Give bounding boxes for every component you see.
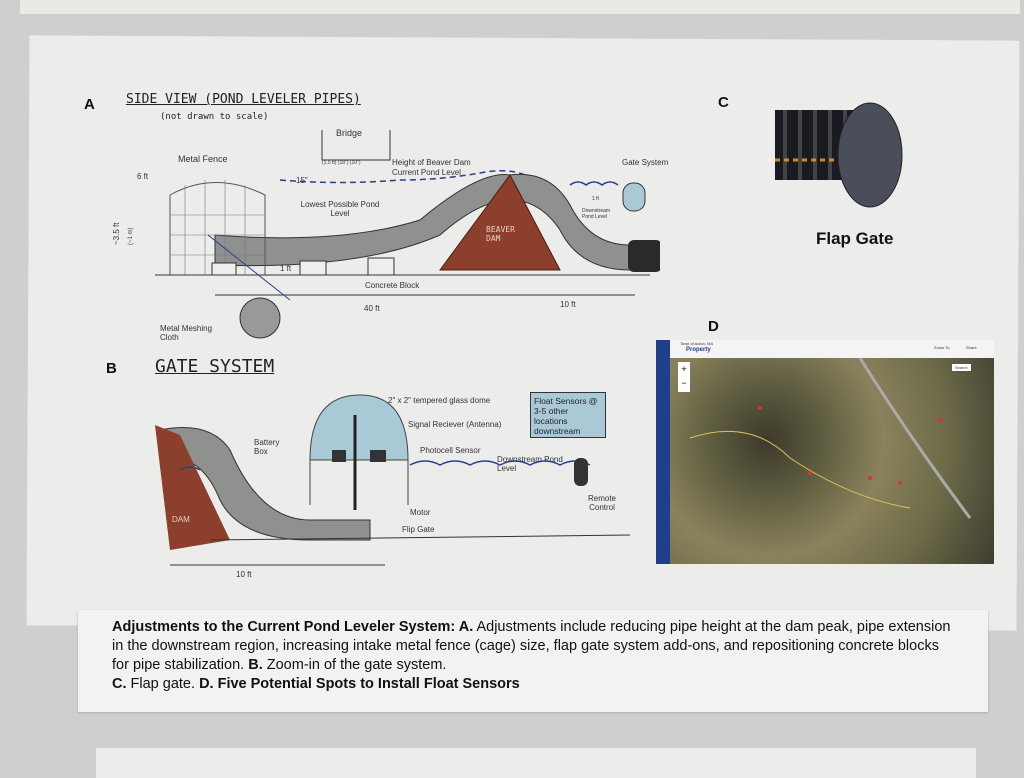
property-line [689,430,911,509]
label-6ft: 6 ft [137,172,149,181]
gate-system-sketch [155,394,631,566]
label-1ft-gate: 1 ft [592,196,599,202]
label-glass-dome: 2" x 2" tempered glass dome [388,396,491,405]
label-current-pond-level: Current Pond Level [392,168,461,177]
battery-box [332,450,346,462]
map-layer-title: Property [686,347,711,353]
caption-c-text: Flap gate. [130,676,196,692]
caption-a-label: A. [458,619,474,635]
map-header: Town of Acton, MA [680,341,714,346]
flap-gate-disc [837,102,903,208]
label-motor: Motor [410,508,431,517]
concrete-block [299,260,327,276]
label-3-5ft: ~3.5 ft [112,222,121,245]
map-zoom-to-button[interactable]: Zoom To [934,345,950,350]
road [858,358,972,519]
panel-a-title: SIDE VIEW (POND LEVELER PIPES) [126,92,361,107]
sensor-spot [868,476,872,480]
previous-poster-strip [20,0,1020,14]
side-view-sketch [155,130,660,339]
figure-caption: Adjustments to the Current Pond Leveler … [78,610,988,712]
current-pond-level-line [279,170,541,186]
sensor-spot [898,481,902,485]
panel-c-letter: C [718,94,729,111]
sensor-spot [758,406,762,410]
beaver-dam [439,174,561,271]
label-gate-system: Gate System [622,158,669,167]
caption-a-text: Adjustments include reducing pipe height… [112,619,951,673]
label-metal-fence: Metal Fence [178,154,228,164]
panel-d-letter: D [708,318,719,335]
concrete-block [211,262,237,276]
label-metal-meshing: Metal Meshing Cloth [160,324,213,342]
label-1ft: 1 ft [280,264,292,273]
pipe [159,427,371,541]
panel-b-letter: B [106,360,117,377]
label-height-beaver-dam: Height of Beaver Dam [392,158,471,167]
sensor-spot [808,471,812,475]
map-share-button[interactable]: Share [966,345,977,350]
label-10ft: 10 ft [236,570,252,579]
photocell-sensor [370,450,386,462]
map-zoom-control[interactable]: +− [678,362,690,392]
pipe-outlet [628,240,660,272]
label-remote-control: Remote Control [587,494,616,512]
bridge-drawing [321,130,391,161]
metal-fence-cage [169,182,266,275]
downstream-water-line [179,460,591,471]
caption-b-text: Zoom-in of the gate system. [266,657,447,673]
flap-gate-caption: Flap Gate [816,229,894,248]
remote-control-icon [574,458,588,486]
dam [155,425,230,550]
pipe [214,173,631,271]
label-signal-receiver: Signal Reciever (Antenna) [408,420,502,429]
float-sensors-box: Float Sensors @ 3-5 other locations down… [530,392,606,438]
label-concrete-block: Concrete Block [365,281,420,290]
aerial-imagery [670,358,994,564]
label-downstream-level: Downstream Pond Level [497,455,563,473]
panel-b-title: GATE SYSTEM [155,356,275,377]
glass-dome [309,394,409,461]
map-screenshot: Town of Acton, MA Property Zoom To Share… [656,340,994,564]
label-photocell: Photocell Sensor [420,446,481,455]
label-downstream-level: Downstream Pond Level [582,208,611,220]
caption-c-label: C. [112,676,127,692]
map-sidebar [656,340,670,564]
panel-a-subtitle: (not drawn to scale) [160,112,269,122]
sensor-spot [938,418,942,422]
label-10ft: 10 ft [560,300,576,309]
label-bridge-dims: (1.5 ft) (18") (10") [322,160,361,166]
label-beaver-dam: BEAVER DAM [486,225,515,243]
label-bridge: Bridge [336,128,363,138]
label-15in: 15" [296,176,308,185]
gate-system-dome [622,182,646,212]
caption-d-label: D. [199,676,214,692]
label-lowest-pond-level: Lowest Possible Pond Level [300,200,380,218]
label-1m: (~1 m) [128,227,134,245]
caption-title: Adjustments to the Current Pond Leveler … [112,619,451,635]
concrete-block [367,257,395,276]
map-search-button[interactable]: Search [952,364,971,371]
flap-gate-image [775,102,903,208]
caption-d-text: Five Potential Spots to Install Float Se… [217,676,520,692]
mesh-detail-circle [239,297,281,339]
label-40ft: 40 ft [364,304,380,313]
label-flip-gate: Flip Gate [402,525,435,534]
panel-a-letter: A [84,96,95,113]
label-dam: DAM [172,515,190,524]
label-battery-box: Battery Box [254,438,280,456]
caption-b-label: B. [248,657,263,673]
next-poster-section [96,748,976,778]
